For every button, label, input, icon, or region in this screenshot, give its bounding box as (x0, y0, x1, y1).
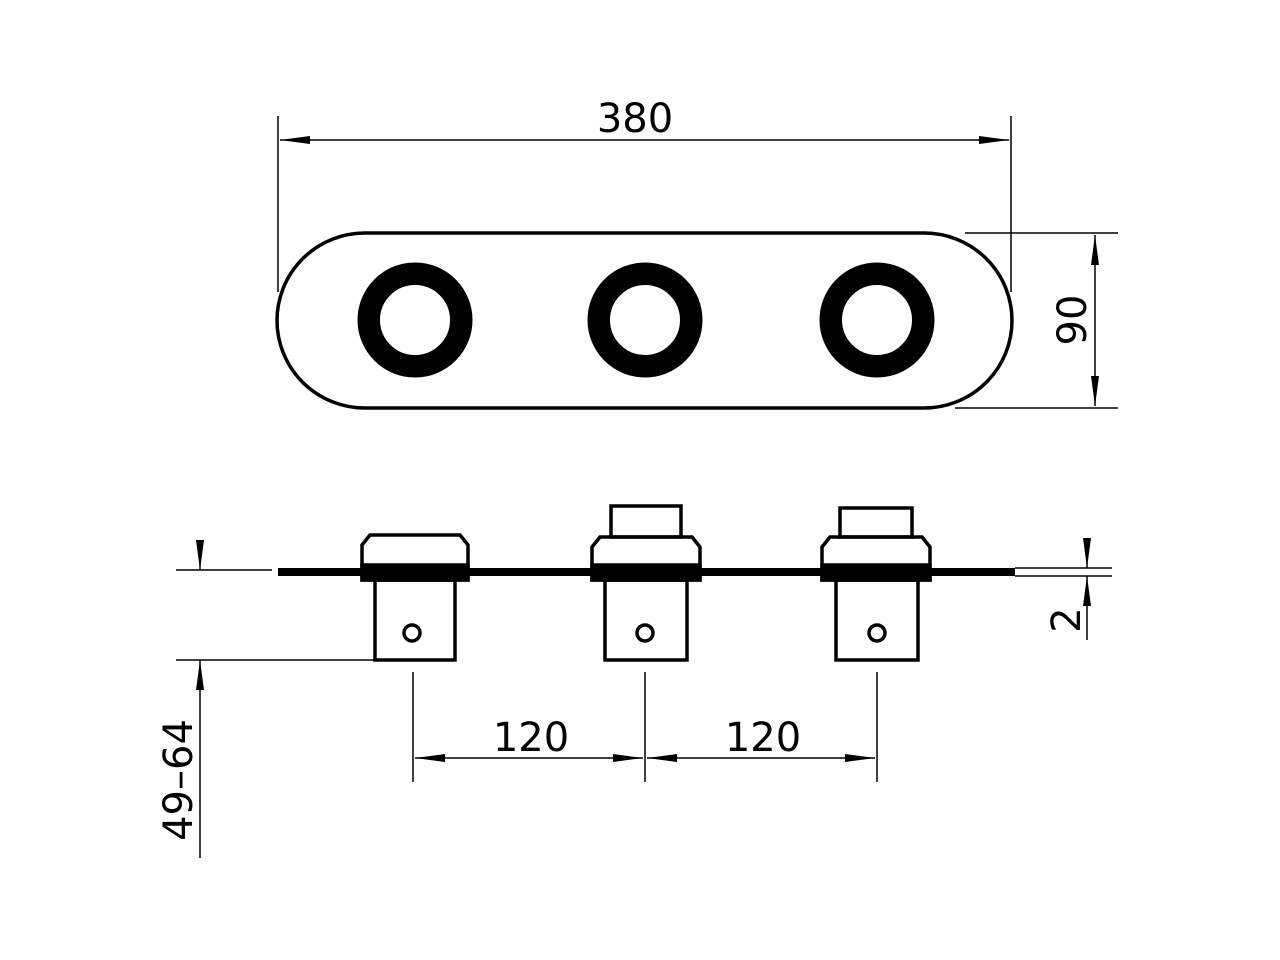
plate-thickness-label: 2 (1044, 607, 1090, 632)
plate-height-label: 90 (1050, 295, 1096, 346)
dimension-overall-length (277, 116, 1012, 292)
overall-length-label: 380 (597, 96, 673, 142)
side-view (278, 504, 1015, 662)
valve-unit-middle (590, 504, 702, 662)
dimension-plate-height (955, 232, 1118, 409)
valve-unit-right (820, 506, 932, 662)
dimension-plate-thickness (1015, 538, 1112, 640)
knob-right (819, 262, 935, 378)
valve-unit-left (360, 533, 470, 662)
knob-middle (587, 262, 703, 378)
spacing-right-label: 120 (725, 715, 801, 761)
spacing-left-label: 120 (493, 715, 569, 761)
dimension-wall-depth (176, 540, 375, 858)
dimension-spacing (412, 672, 878, 782)
wall-depth-label: 49–64 (156, 719, 202, 841)
knob-left (357, 262, 473, 378)
front-view (275, 231, 1014, 410)
cover-plate (275, 231, 1014, 410)
